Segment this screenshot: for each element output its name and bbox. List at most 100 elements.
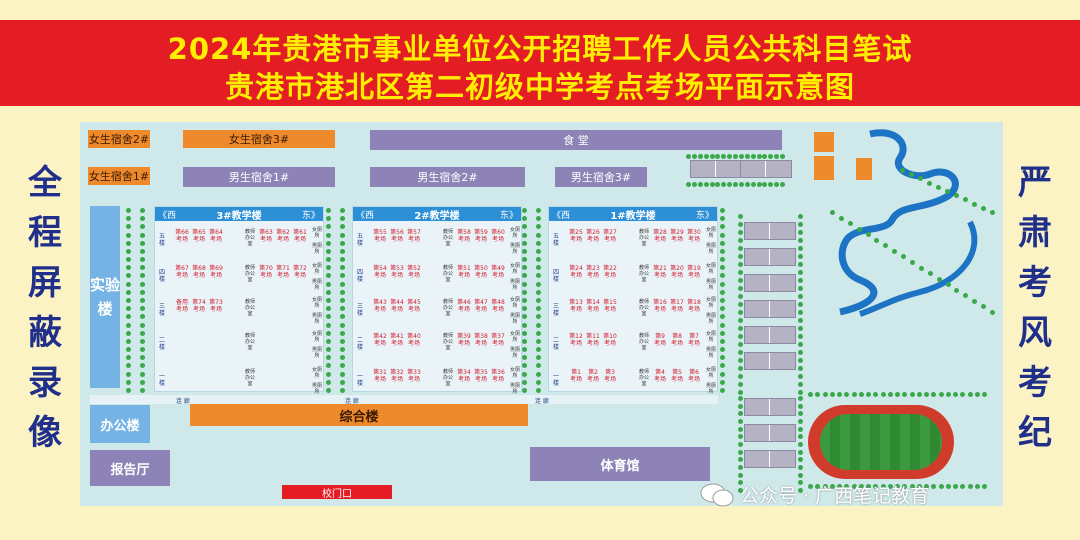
tree (738, 254, 743, 259)
tree (536, 314, 541, 320)
exam-room: 第10考场 (603, 333, 617, 347)
tree (126, 338, 131, 344)
tree (536, 208, 541, 213)
tree (798, 374, 803, 379)
building-name: 2#教学楼 (414, 210, 460, 222)
tree (140, 347, 145, 353)
tree (522, 240, 527, 246)
exam-room: 第31考场 (373, 369, 387, 383)
exam-room: 第2考场 (586, 369, 599, 383)
exam-room: 第47考场 (474, 299, 488, 313)
tree (738, 230, 743, 235)
tree (954, 193, 959, 199)
teacher-office: 教师办公室 (244, 229, 255, 247)
toilet-m: 男厕所 (705, 279, 716, 291)
tree (982, 484, 987, 489)
wechat-icon (700, 483, 734, 506)
tree (866, 392, 871, 397)
basketball-court (744, 450, 796, 468)
tree (720, 322, 725, 328)
tree (522, 281, 527, 287)
school-gate: 校门口 (282, 485, 392, 500)
tree (883, 243, 889, 249)
west-label: 《西 (356, 210, 375, 221)
tree (522, 298, 527, 303)
tree (798, 403, 803, 409)
tree (938, 392, 944, 397)
small-court (690, 160, 742, 178)
exam-room: 第67考场 (175, 265, 189, 279)
tree (798, 270, 803, 275)
teacher-office: 教师办公室 (638, 299, 649, 317)
tree (972, 201, 977, 207)
tree (916, 484, 922, 489)
tree (326, 216, 331, 222)
tree (738, 374, 743, 379)
west-label: 《西 (158, 210, 177, 221)
toilet-f: 女厕所 (311, 297, 322, 309)
tree (340, 363, 345, 369)
tree (936, 276, 942, 282)
boys-dorm-2: 男生宿舍2# (370, 167, 525, 187)
exam-room: 第71考场 (276, 265, 290, 279)
tree (340, 306, 345, 312)
tree (830, 210, 835, 215)
tree (815, 484, 821, 489)
tree (822, 392, 828, 397)
watermark: 公众号 · 广西笔记教育 (700, 481, 929, 508)
tree (340, 232, 345, 238)
tree (140, 273, 145, 279)
tree (522, 363, 527, 369)
exam-room: 第60考场 (491, 229, 505, 243)
tree (798, 302, 803, 307)
tree (522, 388, 527, 393)
tree (738, 449, 743, 455)
basketball-court (744, 352, 796, 370)
tree (829, 484, 835, 489)
tree (126, 289, 131, 295)
teaching-header: 《西 1#教学楼 东》 (549, 207, 717, 222)
right-slogan: 严 肃 考 风 考 纪 (1010, 158, 1060, 458)
tree (798, 366, 803, 371)
tree (536, 265, 541, 271)
tree (522, 330, 527, 336)
tree (858, 484, 864, 489)
tree (837, 484, 842, 489)
tree (703, 182, 709, 187)
tree (340, 257, 345, 263)
tree (126, 347, 131, 353)
tree (744, 182, 750, 187)
tree (720, 216, 725, 222)
tree (340, 248, 345, 254)
exam-room: 第5考场 (670, 369, 683, 383)
slogan-char: 全 (28, 163, 62, 203)
basketball-court (744, 248, 796, 266)
tree (126, 208, 131, 213)
exam-room: 第7考场 (687, 333, 700, 347)
exam-room: 第48考场 (491, 299, 505, 313)
tree (522, 314, 527, 320)
exam-room: 第50考场 (474, 265, 488, 279)
tree (140, 314, 145, 320)
toilet-f: 女厕所 (509, 297, 520, 309)
slogan-char: 考 (1018, 363, 1052, 403)
toilet-f: 女厕所 (509, 227, 520, 239)
tree (126, 355, 131, 361)
tree (738, 465, 743, 470)
teaching-building-1: 《西 1#教学楼 东》 五楼四楼三楼二楼一楼第25考场第26考场第27考场第28… (548, 206, 718, 395)
title-banner: 2024年贵港市事业单位公开招聘工作人员公共科目笔试 贵港市港北区第二初级中学考… (0, 20, 1080, 106)
tree (126, 273, 131, 279)
tree (536, 216, 541, 222)
exam-room: 第28考场 (653, 229, 667, 243)
toilet-m: 男厕所 (705, 347, 716, 359)
tree (126, 330, 131, 336)
tree (140, 232, 145, 238)
exam-room: 第33考场 (407, 369, 421, 383)
exam-room: 第25考场 (569, 229, 583, 243)
tree (140, 281, 145, 287)
tree (972, 298, 978, 304)
exam-room: 第18考场 (687, 299, 701, 313)
tree (945, 282, 951, 288)
toilet-f: 女厕所 (509, 263, 520, 275)
exam-room: 备用考场 (175, 299, 188, 313)
